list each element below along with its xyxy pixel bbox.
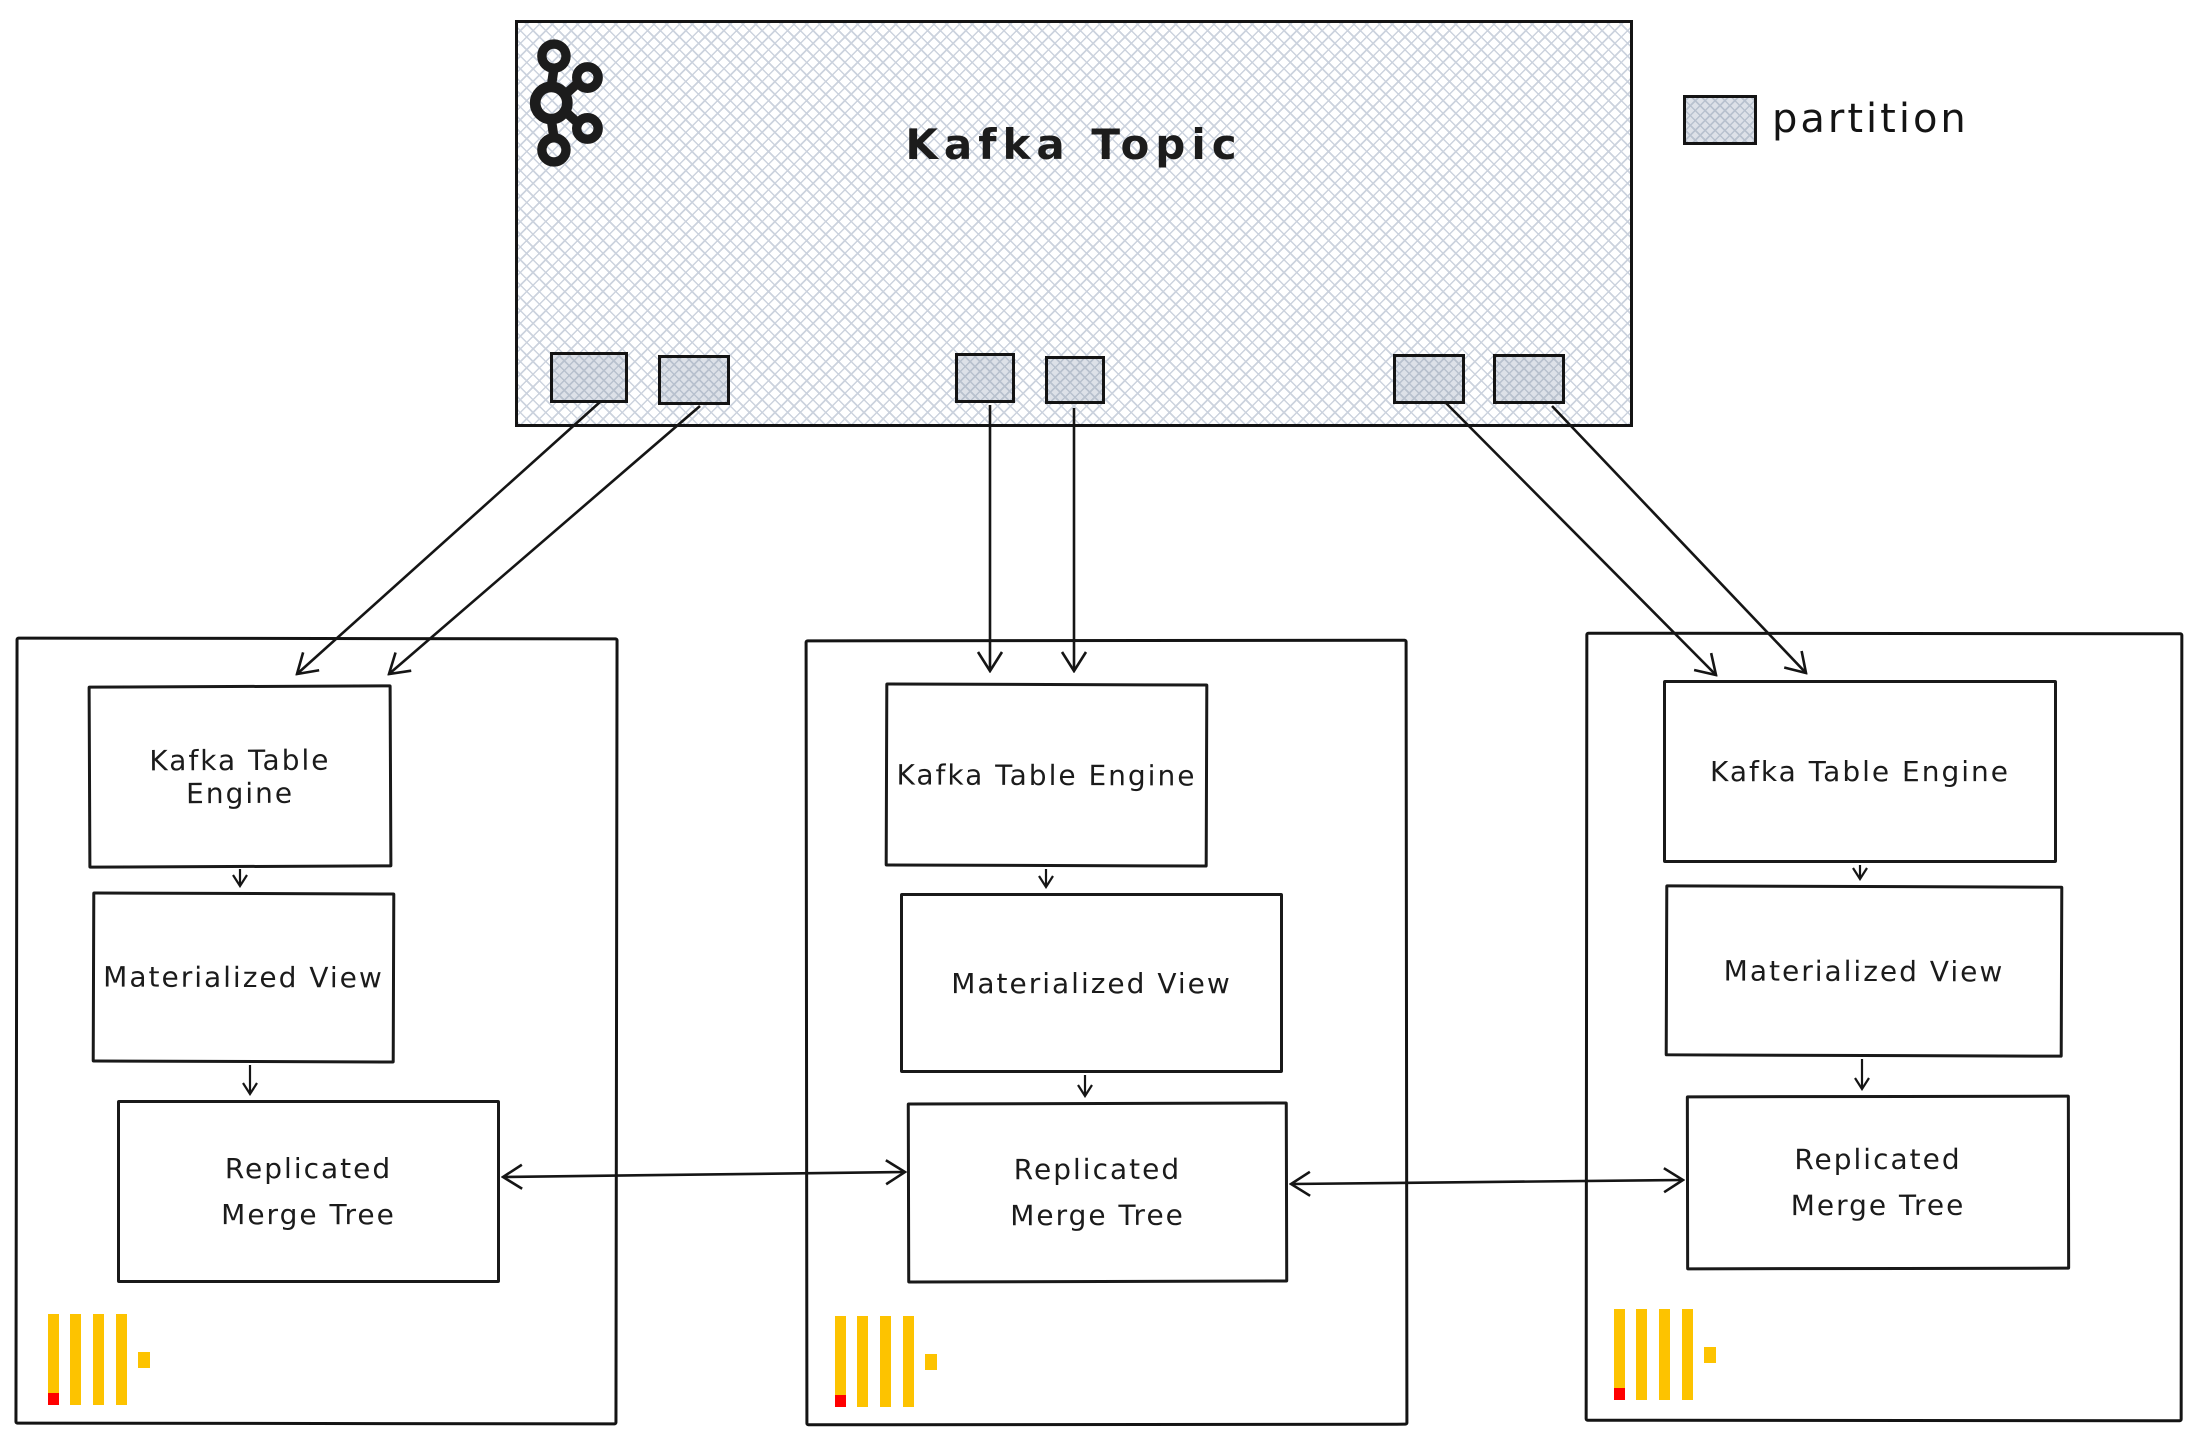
partition-square-2 — [658, 355, 730, 405]
partition-square-1 — [550, 352, 628, 403]
node3-rmt-line1: Replicated — [1794, 1142, 1962, 1176]
kafka-topic-title: Kafka Topic — [905, 120, 1243, 169]
node1-kafka-table-engine-label: Kafka Table Engine — [149, 743, 331, 810]
node1-rmt-line2: Merge Tree — [221, 1197, 396, 1231]
node2-rmt-line1: Replicated — [1013, 1152, 1182, 1186]
partition-square-5 — [1393, 354, 1465, 404]
legend-partition-label: partition — [1772, 96, 1969, 142]
node1-replicated-merge-tree-box: Replicated Merge Tree — [117, 1100, 500, 1283]
node1-kafka-table-engine-box: Kafka Table Engine — [87, 684, 393, 869]
clickhouse-logo-icon — [1614, 1309, 1718, 1405]
node3-materialized-view-label: Materialized View — [1723, 954, 2005, 988]
arrow-partition2-to-node1 — [389, 405, 701, 674]
node1-materialized-view-label: Materialized View — [103, 960, 384, 995]
node3-replicated-merge-tree-box: Replicated Merge Tree — [1685, 1094, 2071, 1271]
node2-rmt-line2: Merge Tree — [1010, 1198, 1185, 1232]
node3-rmt-line2: Merge Tree — [1790, 1188, 1966, 1222]
partition-square-4 — [1045, 356, 1105, 404]
arrow-partition1-to-node1 — [297, 401, 601, 674]
node3-materialized-view-box: Materialized View — [1664, 884, 2064, 1058]
partition-square-6 — [1493, 354, 1565, 404]
node3-kafka-table-engine-box: Kafka Table Engine — [1663, 680, 2057, 863]
node1-materialized-view-box: Materialized View — [91, 891, 396, 1064]
node2-materialized-view-box: Materialized View — [900, 893, 1283, 1073]
kafka-logo-icon — [529, 39, 603, 167]
node2-kafka-table-engine-label: Kafka Table Engine — [896, 757, 1197, 793]
partition-square-3 — [955, 353, 1015, 403]
clickhouse-logo-icon — [835, 1316, 939, 1412]
node1-rmt-line1: Replicated — [224, 1151, 393, 1185]
node3-kafka-table-engine-label: Kafka Table Engine — [1710, 755, 2010, 788]
node2-kafka-table-engine-box: Kafka Table Engine — [884, 682, 1209, 868]
clickhouse-logo-icon — [48, 1314, 152, 1410]
legend-partition-swatch — [1683, 95, 1757, 145]
node2-replicated-merge-tree-box: Replicated Merge Tree — [906, 1101, 1289, 1284]
node2-materialized-view-label: Materialized View — [951, 966, 1232, 1000]
